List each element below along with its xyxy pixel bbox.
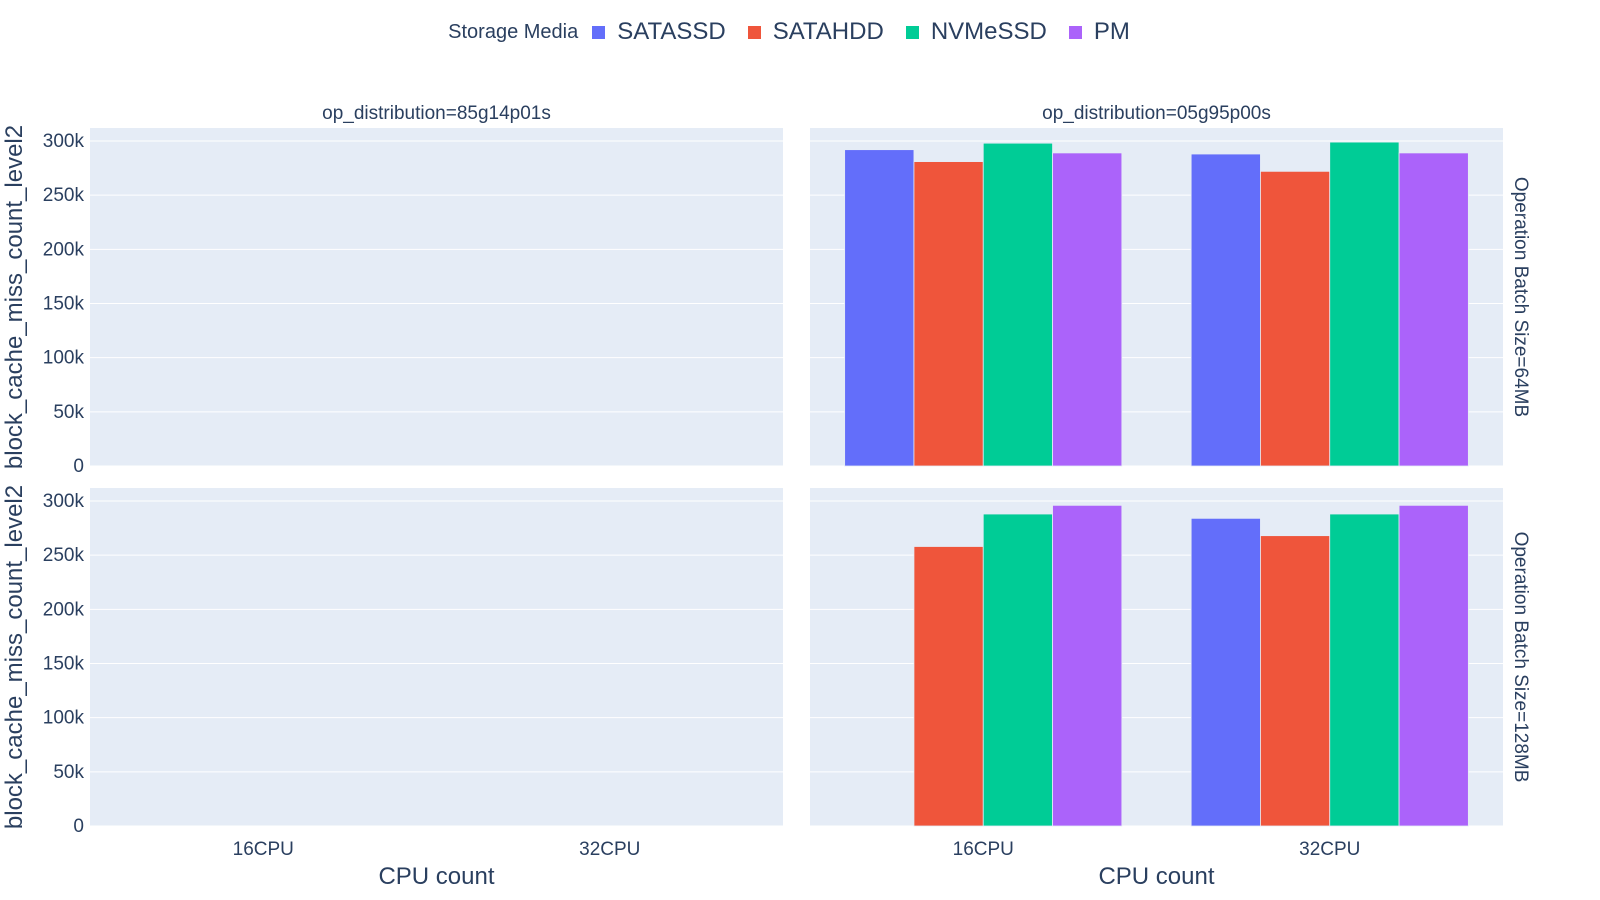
panel-background-r1c0 (90, 488, 783, 826)
bar-nvmessd-16cpu-r1c1 (982, 513, 1053, 827)
x-tick-label-32cpu-c1: 32CPU (1299, 839, 1360, 860)
y-tick-label-r0: 100k (43, 348, 85, 369)
x-axis-title-c1: CPU count (1098, 863, 1214, 890)
y-tick-label-r0: 150k (43, 294, 85, 315)
x-tick-label-16cpu-c1: 16CPU (953, 839, 1014, 860)
legend-item-satahdd[interactable]: SATAHDD (747, 18, 884, 46)
y-tick-label-r1: 0 (73, 816, 84, 837)
legend-item-satassd[interactable]: SATASSD (592, 18, 726, 46)
bar-satassd-32cpu-r1c1 (1190, 517, 1261, 827)
y-tick-label-r1: 300k (43, 491, 85, 512)
y-tick-label-r0: 250k (43, 185, 85, 206)
facet-row-title-0: Operation Batch Size=64MB (1510, 177, 1531, 417)
legend-swatch-pm (1068, 25, 1082, 39)
x-tick-label-32cpu-c0: 32CPU (579, 839, 640, 860)
y-tick-label-r0: 50k (53, 402, 84, 423)
facet-row-title-1: Operation Batch Size=128MB (1510, 532, 1531, 783)
bar-satassd-16cpu-r0c1 (844, 149, 915, 467)
bar-pm-32cpu-r0c1 (1398, 152, 1469, 467)
legend-label-pm: PM (1093, 18, 1130, 45)
y-tick-label-r1: 150k (43, 654, 85, 675)
legend-item-pm[interactable]: PM (1068, 18, 1130, 46)
facet-col-title-1: op_distribution=05g95p00s (1042, 103, 1271, 124)
legend-label-satahdd: SATAHDD (772, 18, 884, 45)
bar-satahdd-32cpu-r0c1 (1260, 170, 1331, 467)
bar-pm-16cpu-r0c1 (1052, 152, 1123, 467)
legend-title: Storage Media (448, 20, 579, 43)
bar-satassd-32cpu-r0c1 (1190, 153, 1261, 467)
panel-background-r0c0 (90, 128, 783, 466)
bar-satahdd-32cpu-r1c1 (1260, 535, 1331, 827)
legend-swatch-satahdd (747, 25, 761, 39)
y-axis-title-r1: block_cache_miss_count_level2 (1, 485, 28, 829)
x-axis-title-c0: CPU count (378, 863, 494, 890)
bar-nvmessd-16cpu-r0c1 (982, 142, 1053, 467)
bar-satahdd-16cpu-r1c1 (913, 546, 984, 827)
legend: Storage Media SATASSD SATAHDD NVMeSSD PM (0, 18, 1600, 46)
y-tick-label-r1: 200k (43, 599, 85, 620)
legend-swatch-satassd (592, 25, 606, 39)
y-tick-label-r0: 0 (73, 456, 84, 477)
y-axis-title-r0: block_cache_miss_count_level2 (1, 125, 28, 469)
bar-nvmessd-32cpu-r1c1 (1329, 513, 1400, 827)
legend-swatch-nvmessd (905, 25, 919, 39)
y-tick-label-r0: 300k (43, 131, 85, 152)
x-tick-label-16cpu-c0: 16CPU (233, 839, 294, 860)
y-tick-label-r1: 50k (53, 762, 84, 783)
y-tick-label-r0: 200k (43, 239, 85, 260)
bar-pm-32cpu-r1c1 (1398, 504, 1469, 827)
legend-item-nvmessd[interactable]: NVMeSSD (905, 18, 1047, 46)
y-tick-label-r1: 100k (43, 708, 85, 729)
legend-label-nvmessd: NVMeSSD (930, 18, 1047, 45)
bar-satahdd-16cpu-r0c1 (913, 161, 984, 467)
bar-pm-16cpu-r1c1 (1052, 504, 1123, 827)
legend-label-satassd: SATASSD (617, 18, 726, 45)
bar-nvmessd-32cpu-r0c1 (1329, 141, 1400, 467)
y-tick-label-r1: 250k (43, 545, 85, 566)
facet-col-title-0: op_distribution=85g14p01s (322, 103, 551, 124)
